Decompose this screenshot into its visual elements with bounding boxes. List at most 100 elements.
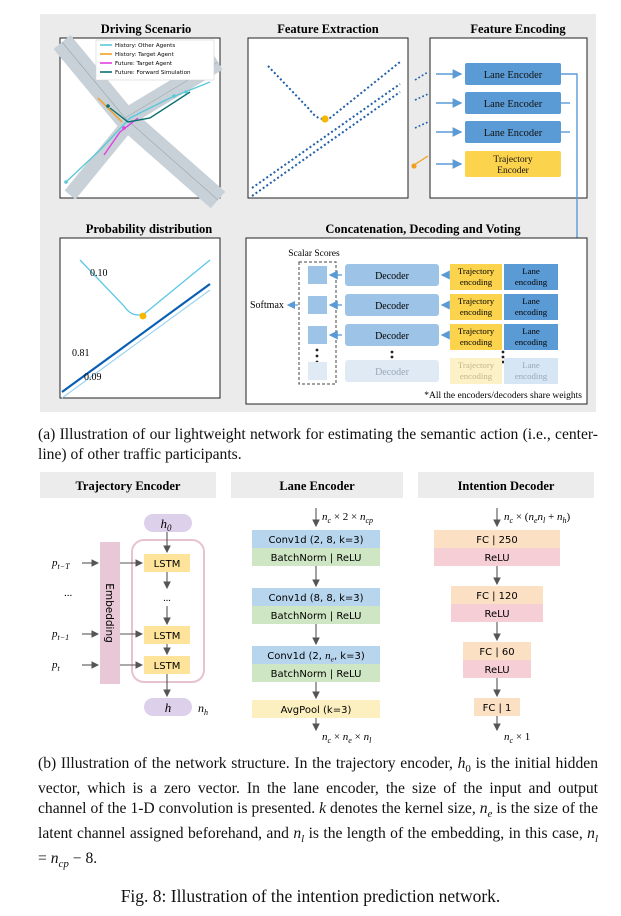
trajectory-arrows bbox=[82, 532, 171, 698]
input-pt-1: pt−1 bbox=[51, 628, 69, 642]
probability-value-3: 0.09 bbox=[84, 372, 102, 383]
h0-label: h0 bbox=[161, 516, 173, 533]
conv-label-2: Conv1d (8, 8, k=3) bbox=[268, 593, 363, 604]
conv-box-3 bbox=[252, 646, 380, 664]
header-lane-encoder bbox=[231, 472, 403, 498]
embedding-label: Embedding bbox=[103, 583, 115, 643]
h-label: h bbox=[165, 700, 172, 715]
lane-encoder-box-1 bbox=[465, 63, 561, 85]
lane-encoding-label-faded-a: Lane bbox=[522, 360, 540, 370]
lstm-group bbox=[131, 539, 205, 683]
probability-box bbox=[59, 237, 221, 399]
norm-label-2: BatchNorm | ReLU bbox=[271, 611, 362, 622]
panel-b: Trajectory Encoder Lane Encoder Intentio… bbox=[40, 472, 594, 745]
legend: History: Other Agents History: Target Ag… bbox=[95, 39, 215, 81]
score-box-4 bbox=[308, 362, 327, 380]
relu-label-2: ReLU bbox=[484, 609, 509, 620]
panel-a: Driving Scenario History: Other Agents H… bbox=[40, 14, 596, 412]
norm-box-1 bbox=[252, 548, 380, 566]
score-box-1 bbox=[308, 266, 327, 284]
legend-label-2: Future: Target Agent bbox=[115, 61, 173, 67]
norm-label-3: BatchNorm | ReLU bbox=[271, 669, 362, 680]
traj-input-line bbox=[413, 155, 429, 166]
caption-b: (b) Illustration of the network structur… bbox=[38, 755, 599, 871]
shared-weights-footnote: *All the encoders/decoders share weights bbox=[424, 391, 582, 401]
nh-label: nh bbox=[198, 701, 208, 717]
legend-label-1: History: Target Agent bbox=[115, 52, 175, 58]
fc-label-3: FC | 60 bbox=[479, 647, 514, 658]
decoder-arrows bbox=[328, 270, 450, 340]
title-concatenation: Concatenation, Decoding and Voting bbox=[325, 222, 521, 236]
lane-encoding-label-faded-b: encoding bbox=[515, 371, 548, 381]
input-ellipsis: ... bbox=[64, 587, 73, 599]
fc-box-1 bbox=[434, 530, 560, 548]
traj-encoding-box-1 bbox=[450, 264, 502, 290]
title-driving-scenario: Driving Scenario bbox=[101, 22, 192, 36]
decoder-box-faded bbox=[345, 360, 439, 382]
lane-encoding-label-2a: Lane bbox=[522, 296, 540, 306]
traj-encoding-label-1b: encoding bbox=[460, 277, 493, 287]
title-lane-encoder: Lane Encoder bbox=[279, 479, 355, 493]
lane-encoder-box-2 bbox=[465, 92, 561, 114]
traj-encoding-label-2b: encoding bbox=[460, 307, 493, 317]
scalar-scores-group bbox=[298, 261, 337, 385]
header-intention-decoder bbox=[418, 472, 594, 498]
encoder-inputs bbox=[414, 71, 429, 129]
decoder-box-1 bbox=[345, 264, 439, 286]
lane-encoder-label-2: Lane Encoder bbox=[484, 99, 543, 110]
lane-encoding-box-1 bbox=[504, 264, 558, 290]
fc-box-final bbox=[474, 698, 520, 716]
legend-label-0: History: Other Agents bbox=[115, 43, 175, 49]
lane-encoding-box-3 bbox=[504, 324, 558, 350]
traj-encoding-box-2 bbox=[450, 294, 502, 320]
norm-box-3 bbox=[252, 664, 380, 682]
traj-encoding-label-faded-b: encoding bbox=[460, 371, 493, 381]
lane-encoding-box-faded bbox=[504, 358, 558, 384]
trajectory-encoder-box bbox=[465, 151, 561, 177]
lane-points bbox=[251, 61, 401, 197]
traj-encoding-label-3b: encoding bbox=[460, 337, 493, 347]
lane-encoding-label-3a: Lane bbox=[522, 326, 540, 336]
relu-label-3: ReLU bbox=[484, 665, 509, 676]
lane-output-dim: nc × ne × nl bbox=[322, 731, 372, 745]
lane-input-dim: nc × 2 × ncp bbox=[322, 511, 373, 525]
lane-encoding-label-3b: encoding bbox=[515, 337, 548, 347]
score-box-2 bbox=[308, 296, 327, 314]
traj-encoding-label-1a: Trajectory bbox=[458, 266, 495, 276]
lane-encoder-label-3: Lane Encoder bbox=[484, 128, 543, 139]
fc-label-2: FC | 120 bbox=[476, 591, 518, 602]
legend-label-3: Future: Forward Simulation bbox=[115, 70, 191, 76]
norm-label-1: BatchNorm | ReLU bbox=[271, 553, 362, 564]
decoder-box-2 bbox=[345, 294, 439, 316]
fc-box-2 bbox=[451, 586, 543, 604]
traj-encoding-label-faded-a: Trajectory bbox=[458, 360, 495, 370]
lstm-box-1 bbox=[144, 554, 190, 572]
avgpool-label: AvgPool (k=3) bbox=[281, 705, 352, 716]
avgpool-box bbox=[252, 700, 380, 718]
lstm-box-3 bbox=[144, 656, 190, 674]
relu-box-1 bbox=[434, 548, 560, 566]
fc-label-final: FC | 1 bbox=[483, 703, 512, 714]
fc-box-3 bbox=[463, 642, 531, 660]
title-feature-encoding: Feature Encoding bbox=[470, 22, 566, 36]
traj-encoding-label-3a: Trajectory bbox=[458, 326, 495, 336]
scalar-scores-label: Scalar Scores bbox=[288, 249, 340, 259]
conv-label-1: Conv1d (2, 8, k=3) bbox=[268, 535, 363, 546]
h0-pill bbox=[144, 514, 192, 532]
trajectories bbox=[65, 81, 211, 183]
decoder-label-3: Decoder bbox=[375, 331, 410, 342]
fc-label-1: FC | 250 bbox=[476, 535, 518, 546]
lane-encoding-label-1b: encoding bbox=[515, 277, 548, 287]
agent-dots bbox=[64, 90, 188, 184]
intent-input-dim: nc × (nenl + nh) bbox=[504, 511, 570, 525]
lane-encoding-box-2 bbox=[504, 294, 558, 320]
title-intention-decoder: Intention Decoder bbox=[458, 479, 555, 493]
lane-encoder-box-3 bbox=[465, 121, 561, 143]
lstm-box-2 bbox=[144, 626, 190, 644]
figure-caption: Fig. 8: Illustration of the intention pr… bbox=[120, 886, 501, 906]
trajectory-encoder-label-1: Trajectory bbox=[493, 155, 532, 165]
score-ellipsis bbox=[315, 348, 319, 364]
traj-input-dot bbox=[411, 163, 417, 169]
decoder-box-3 bbox=[345, 324, 439, 346]
decoder-label-2: Decoder bbox=[375, 301, 410, 312]
